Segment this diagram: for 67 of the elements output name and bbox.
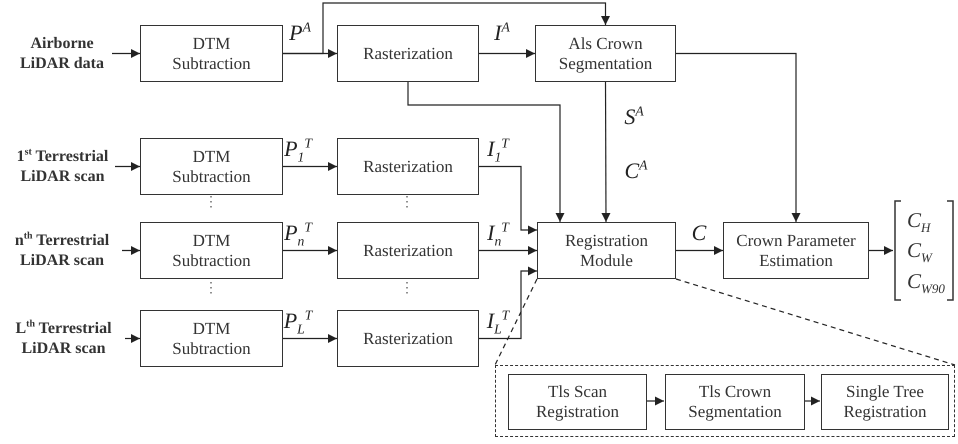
arrow	[676, 246, 723, 255]
box-label: Rasterization	[363, 240, 453, 260]
box-label: Rasterization	[363, 44, 453, 64]
zoom-line	[494, 278, 538, 366]
arrow	[283, 334, 337, 343]
arrow	[122, 246, 140, 255]
output-vector	[893, 199, 955, 302]
arrow	[115, 162, 140, 171]
arrow	[479, 246, 537, 255]
edge-label: I$^{A}$	[494, 22, 510, 44]
zoom-line	[676, 278, 956, 366]
matrix-entry: C$_{W}$	[907, 237, 932, 266]
process-box	[337, 222, 479, 279]
arrow	[601, 82, 610, 222]
arrow	[869, 246, 893, 255]
arrow	[112, 49, 140, 58]
arrow	[407, 82, 564, 222]
arrow	[479, 266, 537, 340]
arrow	[125, 334, 140, 343]
edge-label: C	[692, 222, 706, 244]
input-label: L$^{th}$ Terrestrial LiDAR scan	[2, 316, 125, 361]
process-box	[337, 310, 479, 367]
ellipsis-mark: ⋮	[204, 282, 218, 296]
box-label: Rasterization	[363, 156, 453, 176]
box-label: Rasterization	[363, 328, 453, 348]
process-box	[537, 222, 676, 279]
arrow	[479, 166, 537, 234]
ellipsis-mark: ⋮	[204, 196, 218, 210]
box-label: Crown Parameter Estimation	[735, 230, 857, 270]
process-box	[821, 374, 949, 430]
arrow	[804, 396, 820, 406]
arrow	[676, 52, 800, 222]
input-label: Airborne LiDAR data	[12, 30, 112, 77]
arrow	[283, 246, 337, 255]
edge-label: S$^{A}$	[624, 106, 644, 128]
ellipsis-mark: ⋮	[400, 196, 414, 210]
matrix-entry: C$_{H}$	[907, 206, 930, 236]
process-box	[665, 374, 805, 430]
arrow	[283, 2, 610, 54]
box-label: Tls Scan Registration	[534, 382, 620, 422]
box-label: DTM Subtraction	[171, 318, 252, 358]
box-label: Als Crown Segmentation	[558, 34, 654, 74]
zoom-frame	[495, 365, 955, 437]
edge-label: P$^{A}$	[289, 22, 311, 44]
process-box	[508, 374, 647, 430]
matrix-entry: C$_{W90}$	[907, 268, 945, 296]
arrow	[646, 396, 664, 406]
process-box	[535, 25, 676, 82]
box-label: DTM Subtraction	[171, 34, 252, 74]
box-label: Single Tree Registration	[842, 382, 928, 422]
process-box	[140, 25, 283, 82]
process-box	[140, 310, 283, 367]
box-label: DTM Subtraction	[171, 146, 252, 186]
input-label: 1$^{st}$ Terrestrial LiDAR scan	[10, 135, 115, 198]
box-label: Registration Module	[564, 230, 650, 270]
box-label: Tls Crown Segmentation	[687, 382, 783, 422]
process-box	[140, 138, 283, 195]
input-label: n$^{th}$ Terrestrial LiDAR scan	[2, 228, 122, 273]
arrow	[283, 162, 337, 171]
process-box	[140, 222, 283, 279]
process-box	[337, 25, 479, 82]
box-label: DTM Subtraction	[171, 230, 252, 270]
ellipsis-mark: ⋮	[400, 282, 414, 296]
process-box	[723, 222, 869, 279]
arrow	[479, 49, 535, 58]
signal-label: C$^{A}$	[624, 160, 648, 182]
process-box	[337, 138, 479, 195]
